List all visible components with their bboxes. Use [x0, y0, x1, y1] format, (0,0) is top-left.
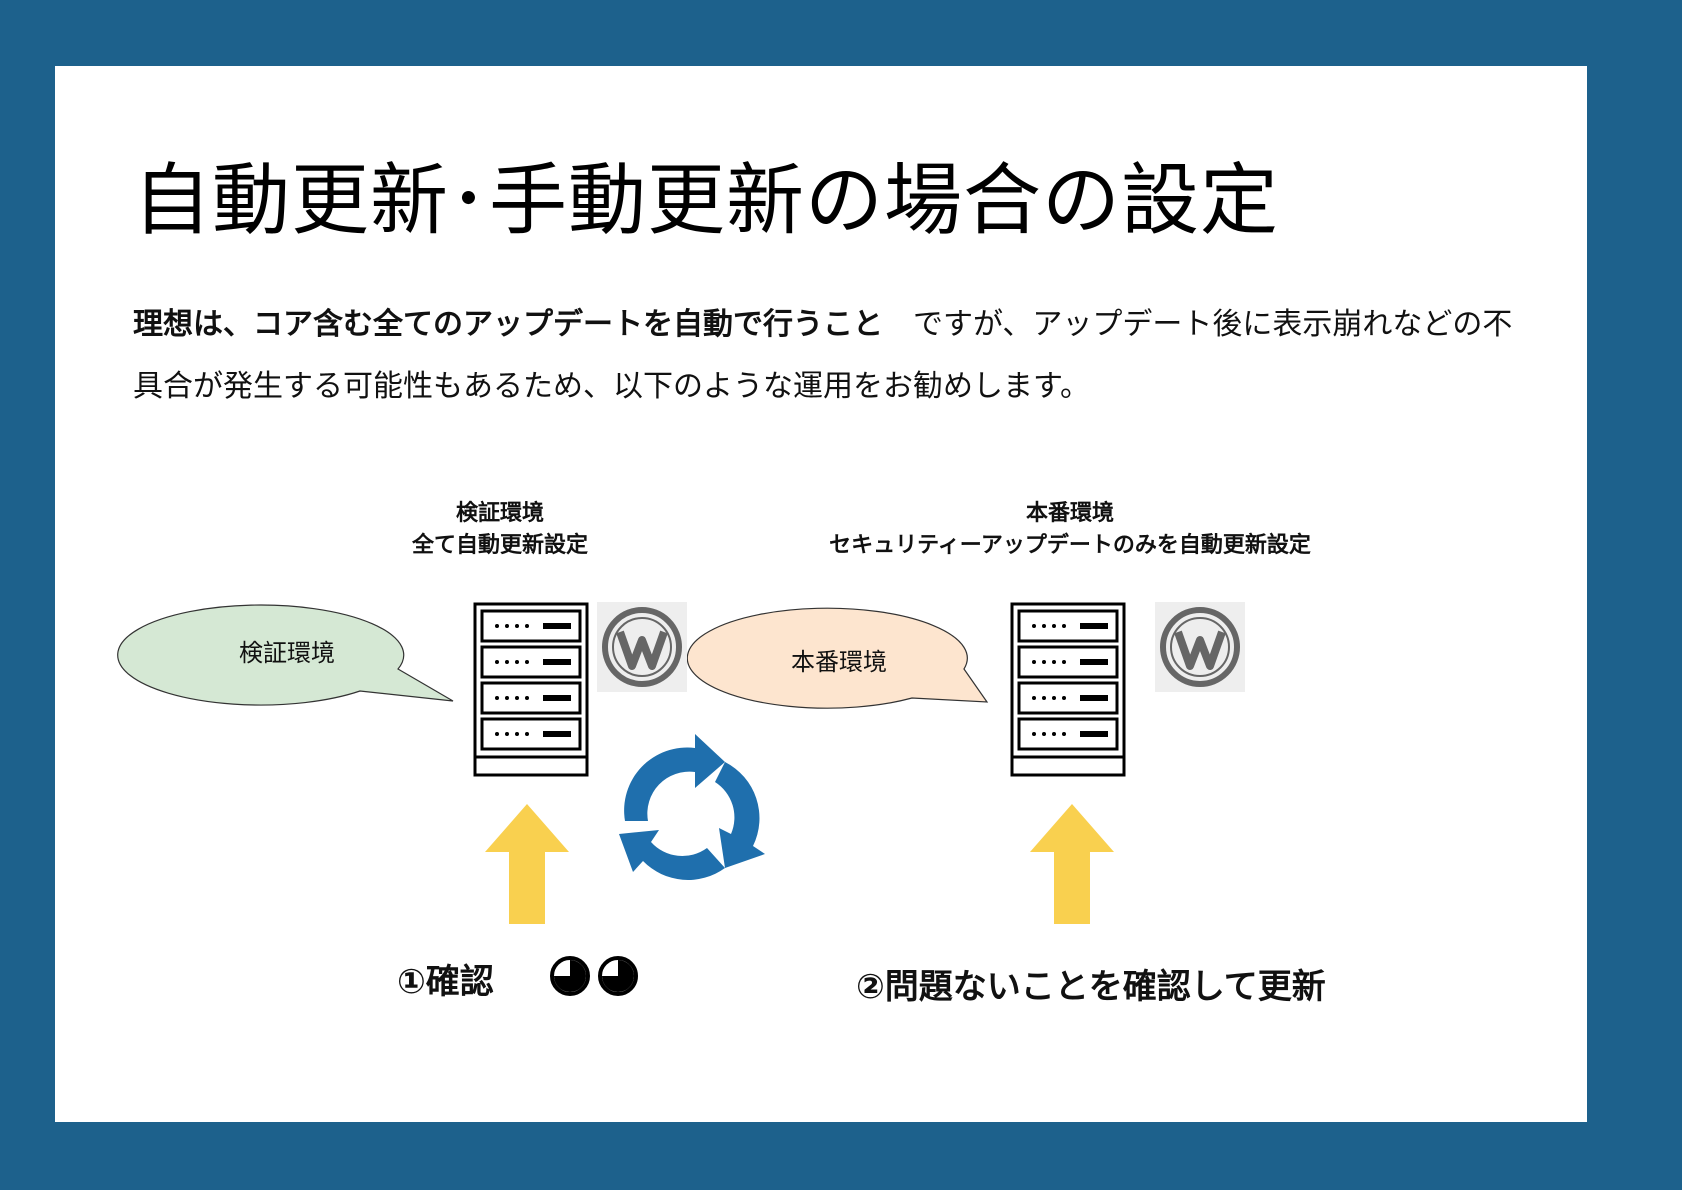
staging-server-icon: [473, 602, 589, 777]
production-heading-line2: セキュリティーアップデートのみを自動更新設定: [829, 533, 1311, 558]
cycle-arrows-icon: [619, 734, 765, 880]
staging-heading-line1: 検証環境: [455, 501, 544, 526]
intro-paragraph: 理想は、コア含む全てのアップデートを自動で行うこと ですが、アップデート後に表示…: [133, 294, 1533, 418]
eyes-icon: [550, 956, 638, 996]
slide-card: 自動更新･手動更新の場合の設定 理想は、コア含む全てのアップデートを自動で行うこ…: [55, 66, 1587, 1122]
intro-bold: 理想は、コア含む全てのアップデートを自動で行うこと: [133, 307, 883, 342]
page-title: 自動更新･手動更新の場合の設定: [133, 156, 1280, 246]
staging-up-arrow-icon: [485, 804, 569, 924]
step1-label: ①確認: [397, 962, 494, 1002]
staging-bubble-shape: [117, 604, 454, 706]
step2-label: ②問題ないことを確認して更新: [856, 967, 1326, 1007]
production-heading-line1: 本番環境: [1025, 501, 1114, 526]
staging-wordpress-icon: [597, 602, 687, 692]
production-bubble: [686, 607, 989, 709]
production-wordpress-icon: [1155, 602, 1245, 692]
production-bubble-label: 本番環境: [791, 648, 887, 676]
staging-bubble: [117, 604, 454, 706]
production-bubble-shape: [686, 607, 989, 709]
production-up-arrow-icon: [1030, 804, 1114, 924]
production-server-icon: [1010, 602, 1126, 777]
production-heading: 本番環境 セキュリティーアップデートのみを自動更新設定: [790, 498, 1350, 562]
staging-bubble-label: 検証環境: [239, 639, 335, 667]
staging-heading-line2: 全て自動更新設定: [411, 533, 588, 558]
intro-rest: ですが、アップデート後に表示崩れなどの不具合が発生する可能性もあるため、以下のよ…: [133, 307, 1513, 404]
staging-heading: 検証環境 全て自動更新設定: [380, 498, 620, 562]
